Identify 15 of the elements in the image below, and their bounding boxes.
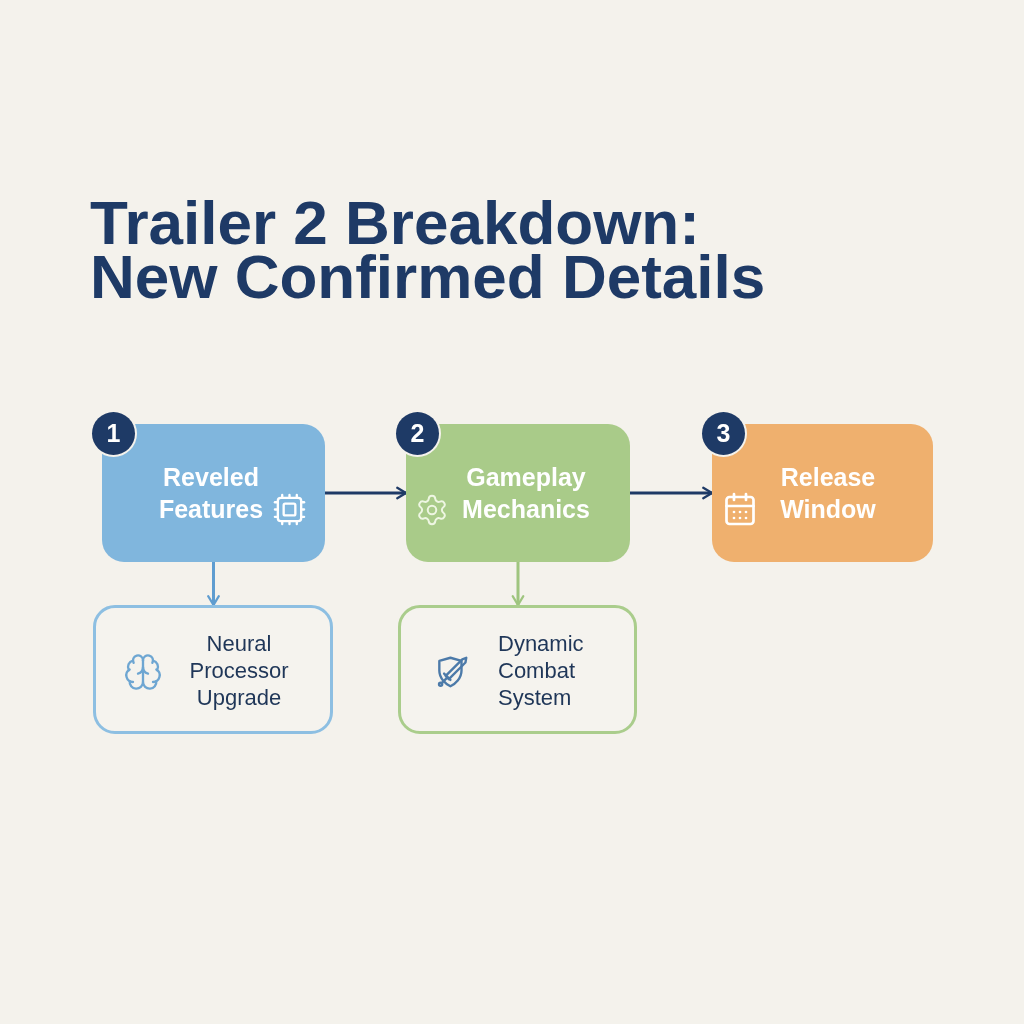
arrow xyxy=(325,486,408,500)
arrow xyxy=(630,486,714,500)
detail-box xyxy=(93,605,333,734)
detail-label: Neural Processor Upgrade xyxy=(188,630,290,711)
step-number-badge: 2 xyxy=(396,412,439,455)
step-label: Reveled Features xyxy=(157,462,265,525)
detail-box xyxy=(398,605,637,734)
arrow xyxy=(511,562,525,607)
arrow xyxy=(207,562,220,607)
title: Trailer 2 Breakdown: New Confirmed Details xyxy=(90,196,767,304)
detail-label: Dynamic Combat System xyxy=(498,630,585,711)
step-label: Gameplay Mechanics xyxy=(461,462,591,525)
step-number-badge: 1 xyxy=(92,412,135,455)
step-label: Release Window xyxy=(779,462,877,525)
step-number-badge: 3 xyxy=(702,412,745,455)
